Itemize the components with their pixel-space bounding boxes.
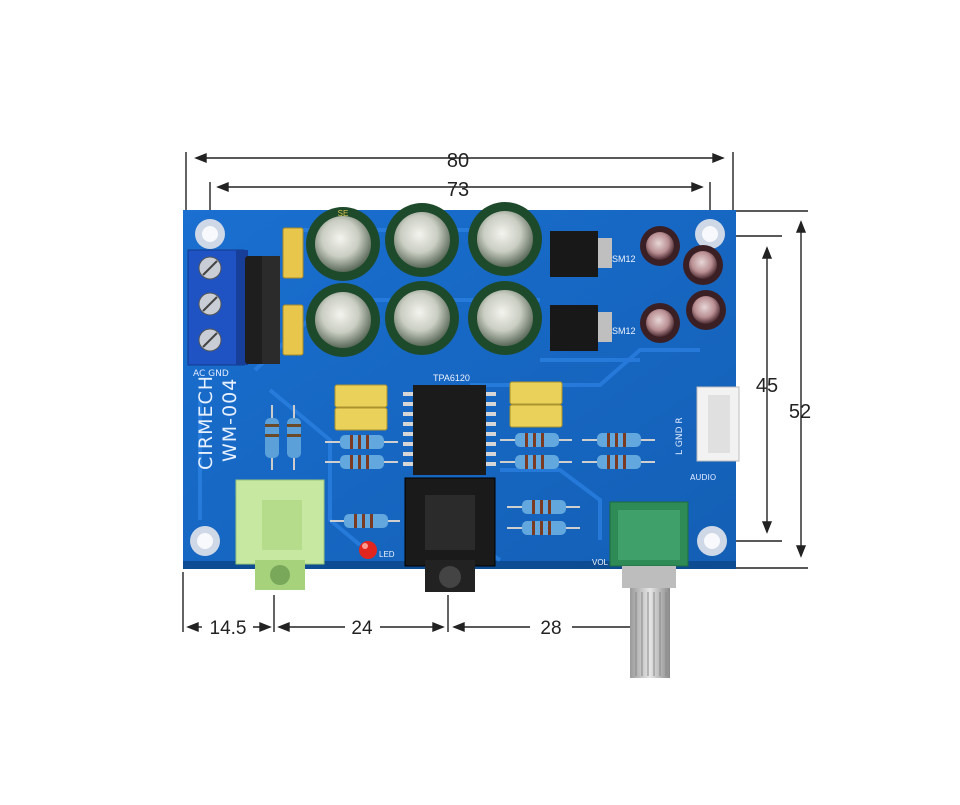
horizontal-resistors — [325, 433, 655, 535]
power-led — [359, 541, 377, 559]
headphone-output-jack — [404, 477, 496, 592]
audio-input-jack — [235, 479, 325, 590]
ic-label: TPA6120 — [433, 373, 470, 383]
power-label: AC GND — [193, 369, 229, 379]
electrolytic-capacitors — [306, 202, 542, 357]
dimension-black-jack-offset: 24 — [351, 618, 373, 639]
amplifier-ic — [403, 385, 496, 475]
audio-connector-channels: L GND R — [675, 417, 685, 455]
volume-potentiometer — [609, 501, 689, 678]
dimension-lines — [182, 152, 808, 633]
audio-connector — [696, 386, 740, 462]
dimension-overall-width: 80 — [447, 150, 469, 172]
screw-terminal — [187, 249, 248, 366]
film-capacitors-ic — [334, 381, 563, 431]
small-capacitors — [640, 226, 726, 343]
dimension-overall-height: 52 — [789, 401, 811, 423]
audio-connector-label: AUDIO — [690, 473, 716, 482]
model-label: WM-004 — [219, 378, 241, 462]
capacitor-brand-label: SE — [338, 209, 349, 218]
mounting-hole-bottom-left — [190, 526, 220, 556]
mounting-hole-top-left — [195, 219, 225, 249]
mounting-hole-bottom-right — [697, 526, 727, 556]
dimension-green-jack-offset: 14.5 — [210, 618, 247, 639]
film-capacitors-left — [282, 227, 304, 356]
volume-label: VOL — [592, 558, 609, 567]
regulator-label-2: SM12 — [612, 326, 636, 336]
mounting-holes — [190, 219, 727, 556]
rectifier-block — [245, 256, 280, 364]
regulator-label-1: SM12 — [612, 254, 636, 264]
dimension-hole-height: 45 — [756, 375, 778, 397]
dimension-pot-offset: 28 — [540, 618, 561, 639]
voltage-regulator-1 — [550, 231, 612, 277]
dimension-hole-width: 73 — [447, 179, 469, 201]
voltage-regulator-2 — [550, 305, 612, 351]
mounting-hole-top-right — [695, 219, 725, 249]
led-label: LED — [379, 550, 395, 559]
brand-label: CIRMECH — [195, 375, 217, 470]
vertical-resistors — [265, 405, 301, 470]
